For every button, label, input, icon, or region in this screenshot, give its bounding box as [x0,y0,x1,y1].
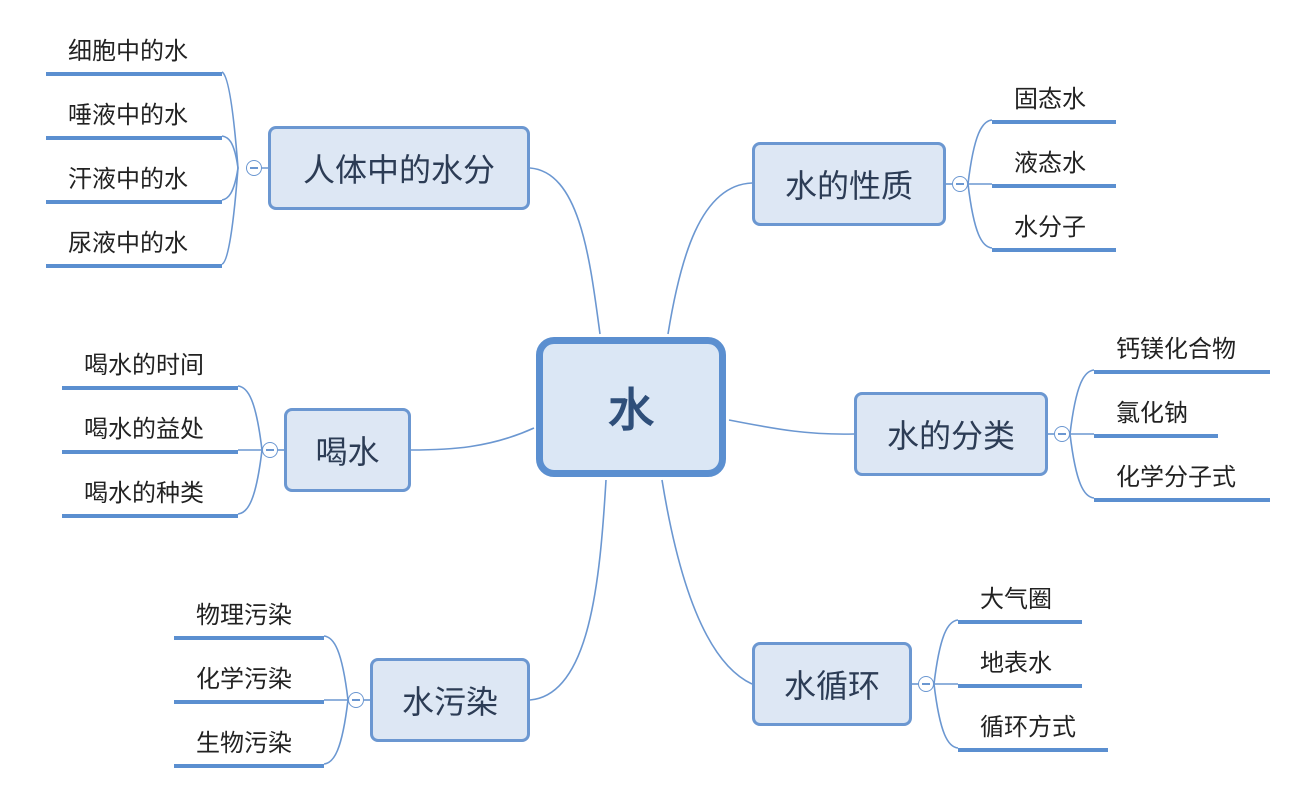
branch-classification[interactable]: 水的分类 [854,392,1048,476]
leaf-pollution-3[interactable]: 生物污染 [174,728,324,768]
leaf-pollution-2[interactable]: 化学污染 [174,664,324,704]
branch-drinking[interactable]: 喝水 [284,408,411,492]
leaf-cycle-3[interactable]: 循环方式 [958,712,1108,752]
collapse-cycle-toggle[interactable] [918,676,934,692]
leaf-cycle-1[interactable]: 大气圈 [958,584,1082,624]
leaf-classification-1[interactable]: 钙镁化合物 [1094,334,1270,374]
leaf-properties-1[interactable]: 固态水 [992,84,1116,124]
central-topic[interactable]: 水 [536,337,726,477]
leaf-drinking-1[interactable]: 喝水的时间 [62,350,238,390]
leaf-properties-2[interactable]: 液态水 [992,148,1116,188]
branch-pollution[interactable]: 水污染 [370,658,530,742]
leaf-drinking-2[interactable]: 喝水的益处 [62,414,238,454]
leaf-drinking-3[interactable]: 喝水的种类 [62,478,238,518]
leaf-body-water-3[interactable]: 汗液中的水 [46,164,222,204]
collapse-pollution-toggle[interactable] [348,692,364,708]
leaf-cycle-2[interactable]: 地表水 [958,648,1082,688]
collapse-drinking-toggle[interactable] [262,442,278,458]
collapse-classification-toggle[interactable] [1054,426,1070,442]
collapse-properties-toggle[interactable] [952,176,968,192]
leaf-classification-2[interactable]: 氯化钠 [1094,398,1218,438]
leaf-classification-3[interactable]: 化学分子式 [1094,462,1270,502]
leaf-properties-3[interactable]: 水分子 [992,212,1116,252]
collapse-body-water-toggle[interactable] [246,160,262,176]
leaf-body-water-1[interactable]: 细胞中的水 [46,36,222,76]
leaf-pollution-1[interactable]: 物理污染 [174,600,324,640]
branch-body-water[interactable]: 人体中的水分 [268,126,530,210]
branch-cycle[interactable]: 水循环 [752,642,912,726]
leaf-body-water-2[interactable]: 唾液中的水 [46,100,222,140]
branch-properties[interactable]: 水的性质 [752,142,946,226]
leaf-body-water-4[interactable]: 尿液中的水 [46,228,222,268]
